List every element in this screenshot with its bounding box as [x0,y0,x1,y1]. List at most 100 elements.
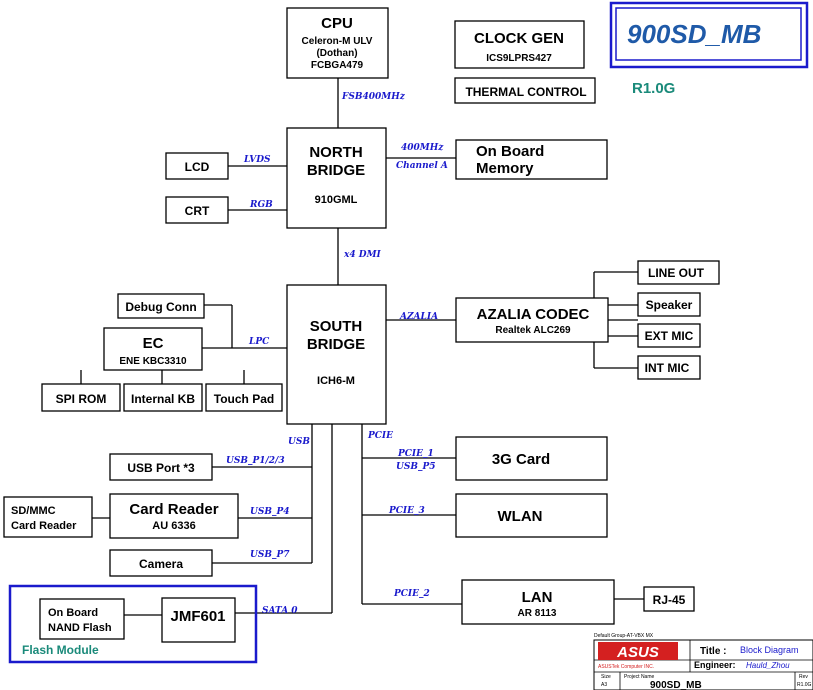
codec-part: Realtek ALC269 [495,325,571,336]
cpu-name: CPU [321,15,353,32]
north-bridge-name1: NORTH [309,144,362,161]
azalia-codec-block: AZALIA CODEC Realtek ALC269 [455,297,609,343]
clock-gen-block: CLOCK GEN ICS9LPRS427 [454,20,585,69]
debug-conn-block: Debug Conn [117,293,205,319]
memory-line1: On Board [476,143,544,160]
connections [80,78,644,616]
revision-label: R1.0G [632,80,675,97]
svg-text:Debug Conn: Debug Conn [125,300,196,314]
ec-block: EC ENE KBC3310 [103,327,203,371]
asus-logo-background [598,642,678,660]
speaker-block: Speaker [637,292,701,317]
svg-text:Speaker: Speaker [646,298,693,312]
signal-usb-p4: USB_P4 [250,507,290,517]
size-label: Size [601,674,611,680]
signal-lpc: LPC [248,337,270,347]
lan-part: AR 8113 [518,608,557,619]
ext-mic-block: EXT MIC [637,323,701,348]
clock-gen-part: ICS9LPRS427 [486,53,552,64]
signal-usb-p123: USB_P1/2/3 [226,456,285,466]
signal-rgb: RGB [249,200,273,210]
internal-kb-block: Internal KB [123,383,203,412]
cpu-line2: (Dothan) [316,48,357,59]
north-bridge-block: NORTH BRIDGE 910GML [286,127,387,229]
wlan-block: WLAN [455,493,608,538]
south-bridge-block: SOUTH BRIDGE ICH6-M [286,284,387,425]
signal-mem-channel: Channel A [396,161,448,171]
title-label: Title : [700,646,726,657]
camera-block: Camera [109,549,213,577]
signal-pcie1: PCIE_1 [397,449,434,459]
thermal-name: THERMAL CONTROL [465,85,586,99]
svg-text:SPI ROM: SPI ROM [56,392,107,406]
flash-module-frame [8,584,258,664]
svg-text:LCD: LCD [185,160,210,174]
flash-module-label: Flash Module [22,643,99,657]
ec-part: ENE KBC3310 [119,356,187,367]
crt-block: CRT [165,196,229,224]
signal-labels: FSB400MHz 400MHz Channel A LVDS RGB x4 D… [226,92,448,616]
line-out-block: LINE OUT [637,260,720,285]
svg-text:3G Card: 3G Card [492,451,550,468]
signal-usb-p7: USB_P7 [250,550,290,560]
svg-text:Internal KB: Internal KB [131,392,195,406]
nand-flash-block: On Board NAND Flash [39,598,125,640]
engineer-value: Hauld_Zhou [746,661,790,670]
size-value: A3 [601,682,607,688]
title-block-header: Default Group-AT-VBX MX [594,633,654,639]
signal-lvds: LVDS [243,155,271,165]
svg-text:Touch Pad: Touch Pad [214,392,274,406]
svg-text:JMF601: JMF601 [170,608,225,625]
signal-usb: USB [288,437,310,447]
project-value: 900SD_MB [650,680,702,690]
rev-value: R1.0G [797,682,812,688]
signal-sata: SATA 0 [262,606,298,616]
title-value: Block Diagram [740,645,799,655]
sd-mmc-block: SD/MMC Card Reader [3,496,93,538]
asus-logo: ASUS [616,644,659,661]
south-bridge-name2: BRIDGE [307,336,365,353]
board-title: 900SD_MB [627,19,761,49]
lan-name: LAN [522,589,553,606]
ec-name: EC [143,335,164,352]
signal-usb-p5: USB_P5 [396,462,436,472]
signal-dmi: x4 DMI [343,250,382,260]
nand-line1: On Board [48,607,98,619]
svg-text:CRT: CRT [185,204,210,218]
lan-block: LAN AR 8113 [461,579,615,625]
engineer-label: Engineer: [694,660,736,670]
signal-pcie3: PCIE_3 [388,506,425,516]
north-bridge-name2: BRIDGE [307,162,365,179]
touch-pad-block: Touch Pad [205,383,283,412]
sd-mmc-line1: SD/MMC [11,505,56,517]
svg-text:INT MIC: INT MIC [645,361,690,375]
memory-block: On Board Memory [455,139,608,180]
spi-rom-block: SPI ROM [41,383,121,412]
title-block: Default Group-AT-VBX MX ASUS ASUSTek Com… [593,633,813,690]
usb-port-block: USB Port *3 [109,453,213,481]
card-reader-name: Card Reader [129,501,218,518]
cpu-line3: FCBGA479 [311,60,364,71]
lcd-block: LCD [165,152,229,180]
title-frame-outer [609,1,809,69]
svg-text:LINE OUT: LINE OUT [648,266,705,280]
svg-text:WLAN: WLAN [498,508,543,525]
codec-name: AZALIA CODEC [477,306,590,323]
company-name: ASUSTek Computer INC. [598,664,654,670]
memory-line2: Memory [476,160,534,177]
3g-card-block: 3G Card [455,436,608,481]
south-bridge-name1: SOUTH [310,318,363,335]
signal-mem-speed: 400MHz [401,143,444,153]
north-bridge-part: 910GML [315,194,358,206]
card-reader-block: Card Reader AU 6336 [109,493,239,539]
project-label: Project Name [624,674,655,680]
rev-label: Rev [799,674,808,680]
card-reader-part: AU 6336 [152,520,195,532]
svg-text:EXT MIC: EXT MIC [645,329,694,343]
jmf601-block: JMF601 [161,597,236,643]
cpu-block: CPU Celeron-M ULV (Dothan) FCBGA479 [286,7,389,79]
signal-azalia: AZALIA [399,312,438,322]
title-frame-inner [615,7,802,61]
south-bridge-part: ICH6-M [317,375,355,387]
